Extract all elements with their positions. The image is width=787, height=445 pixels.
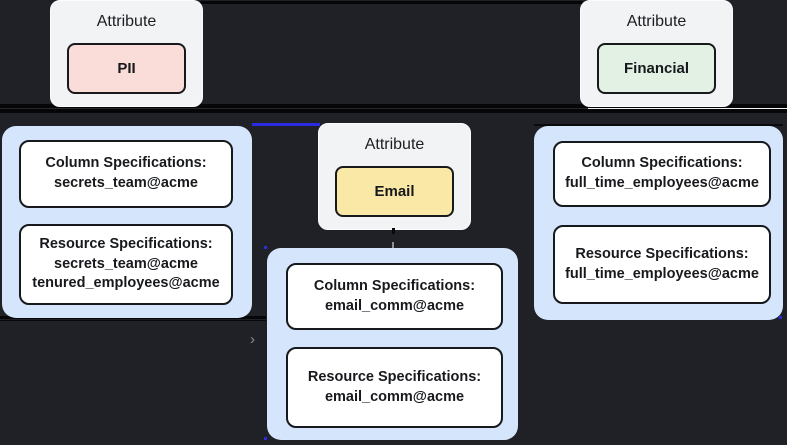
column-spec-title: Column Specifications: [313,277,476,294]
top-edge-line [200,1,583,4]
resource-spec-value: secrets_team@acme [54,255,198,272]
edge-blue-left [252,123,320,126]
attribute-node-title: Attribute [96,13,157,30]
column-spec-title: Column Specifications: [45,155,207,172]
edge-stub-email-black [392,228,395,234]
band-separator-white [588,107,787,110]
column-spec-box-financial: Column Specifications: full_time_employe… [553,141,771,207]
column-spec-value: email_comm@acme [324,297,465,314]
resource-spec-box-financial: Resource Specifications: full_time_emplo… [553,225,771,304]
line-under-left-container-2 [0,319,266,322]
horizontal-band-lower [0,109,787,113]
column-spec-value: secrets_team@acme [54,175,198,191]
resource-spec-value: full_time_employees@acme [565,265,759,282]
attribute-node-email: Attribute Email [318,123,471,230]
edge-stub-email-gray [392,242,394,248]
resource-spec-title: Resource Specifications: [575,245,749,262]
resource-spec-value: tenured_employees@acme [32,275,220,292]
column-spec-box-pii: Column Specifications: secrets_team@acme [19,140,233,208]
resource-spec-title: Resource Specifications: [39,236,213,253]
edge-dot-right-bottom [779,316,782,319]
attribute-value-email: Email [335,166,454,217]
spec-container-email: Column Specifications: email_comm@acme R… [267,248,518,440]
attribute-node-pii: Attribute PII [50,0,203,107]
band-separator-left [0,107,588,110]
attribute-node-title: Attribute [626,13,687,30]
spec-container-pii: Column Specifications: secrets_team@acme… [2,126,252,318]
attribute-node-financial: Attribute Financial [580,0,733,107]
column-spec-title: Column Specifications: [581,155,743,172]
resource-spec-value: email_comm@acme [324,388,465,405]
spec-container-financial: Column Specifications: full_time_employe… [534,126,783,320]
edge-arrowhead-icon: › [250,331,255,348]
column-spec-value: full_time_employees@acme [565,175,759,191]
resource-spec-box-pii: Resource Specifications: secrets_team@ac… [19,224,233,305]
edge-above-right-container [534,124,783,126]
edge-dot-mid-bottom [264,437,267,440]
attribute-value-pii: PII [67,43,186,94]
attribute-value-financial: Financial [597,43,716,94]
resource-spec-box-email: Resource Specifications: email_comm@acme [286,347,503,428]
edge-dot-mid-top [264,246,267,249]
resource-spec-title: Resource Specifications: [307,368,482,385]
horizontal-band-upper [0,104,787,108]
attribute-node-title: Attribute [364,136,425,153]
column-spec-box-email: Column Specifications: email_comm@acme [286,263,503,330]
